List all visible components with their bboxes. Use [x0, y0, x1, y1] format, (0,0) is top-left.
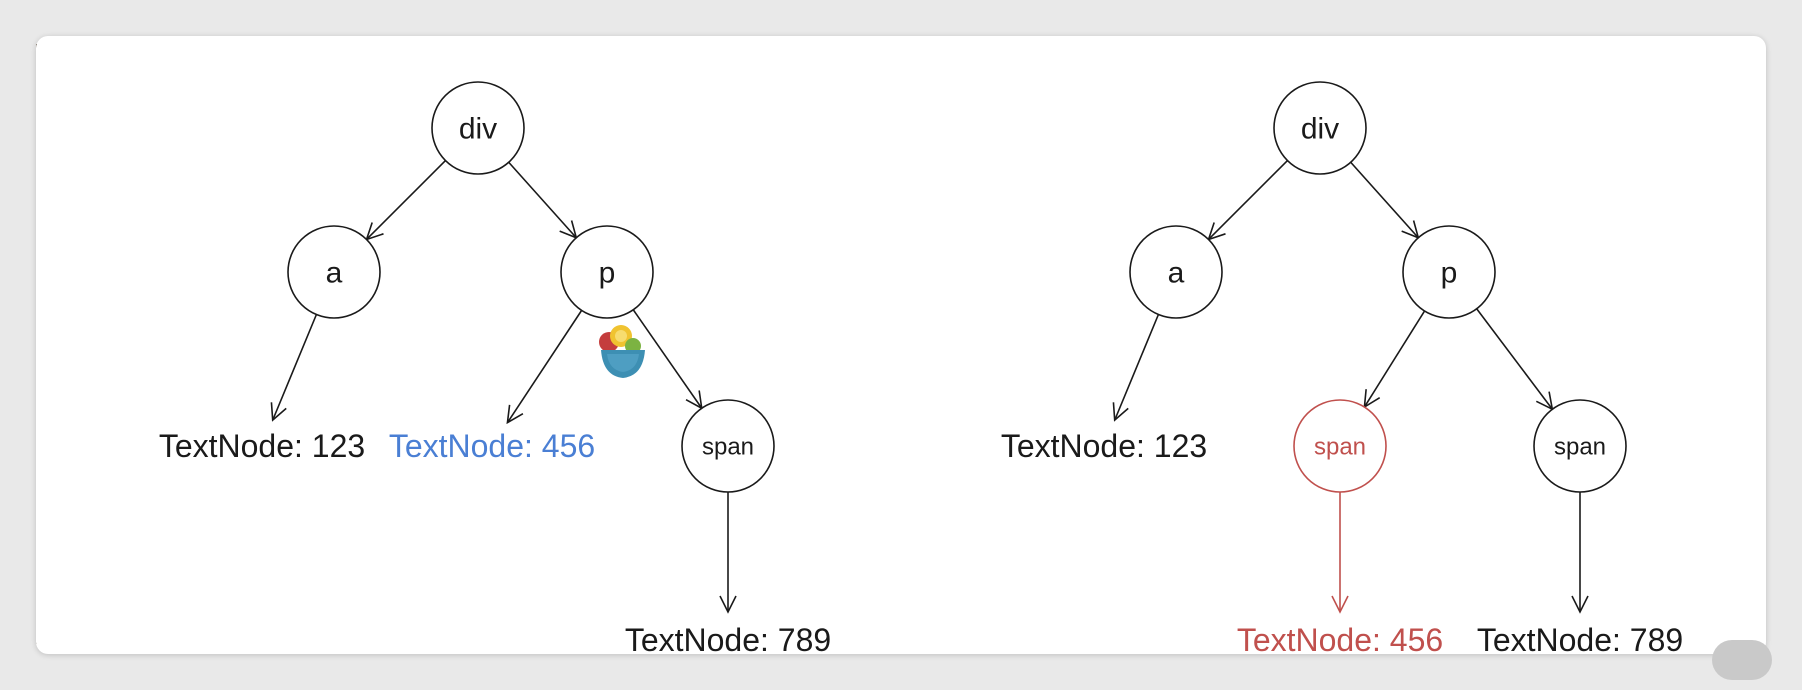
node-p-label: p [599, 257, 616, 290]
text-node-t123: TextNode: 123 [159, 428, 365, 464]
edge-div-to-a [1207, 159, 1289, 241]
node-a-label: a [326, 257, 343, 290]
node-a-circle [1129, 225, 1223, 319]
node-div-circle [1273, 81, 1367, 175]
node-a-label: a [1168, 257, 1185, 290]
edge-p-to-span1 [1363, 310, 1426, 409]
node-span-circle [681, 399, 775, 493]
edge-div-to-a [365, 159, 447, 241]
node-div-label: div [459, 113, 497, 146]
node-div-circle [431, 81, 525, 175]
text-node-t456: TextNode: 456 [1237, 622, 1443, 654]
node-a-circle [287, 225, 381, 319]
edge-p-to-span [632, 309, 703, 410]
edge-p-to-span2 [1476, 308, 1554, 411]
text-node-t789: TextNode: 789 [625, 622, 831, 654]
node-span1-circle [1293, 399, 1387, 493]
text-node-t789: TextNode: 789 [1477, 622, 1683, 654]
node-span1-label: span [1314, 433, 1366, 460]
edge-a-to-t123 [1112, 314, 1160, 422]
salad-bowl-icon [599, 325, 645, 378]
text-node-t123: TextNode: 123 [1001, 428, 1207, 464]
node-span-label: span [702, 433, 754, 460]
edge-a-to-t123 [270, 314, 318, 422]
edge-div-to-p [508, 161, 578, 240]
corner-badge [1712, 640, 1772, 680]
edge-div-to-p [1350, 161, 1420, 240]
edge-p-to-t456 [506, 309, 583, 425]
node-span2-circle [1533, 399, 1627, 493]
text-node-t456: TextNode: 456 [389, 428, 595, 464]
node-div-label: div [1301, 113, 1339, 146]
node-p-circle [560, 225, 654, 319]
node-p-circle [1402, 225, 1496, 319]
node-span2-label: span [1554, 433, 1606, 460]
node-p-label: p [1441, 257, 1458, 290]
